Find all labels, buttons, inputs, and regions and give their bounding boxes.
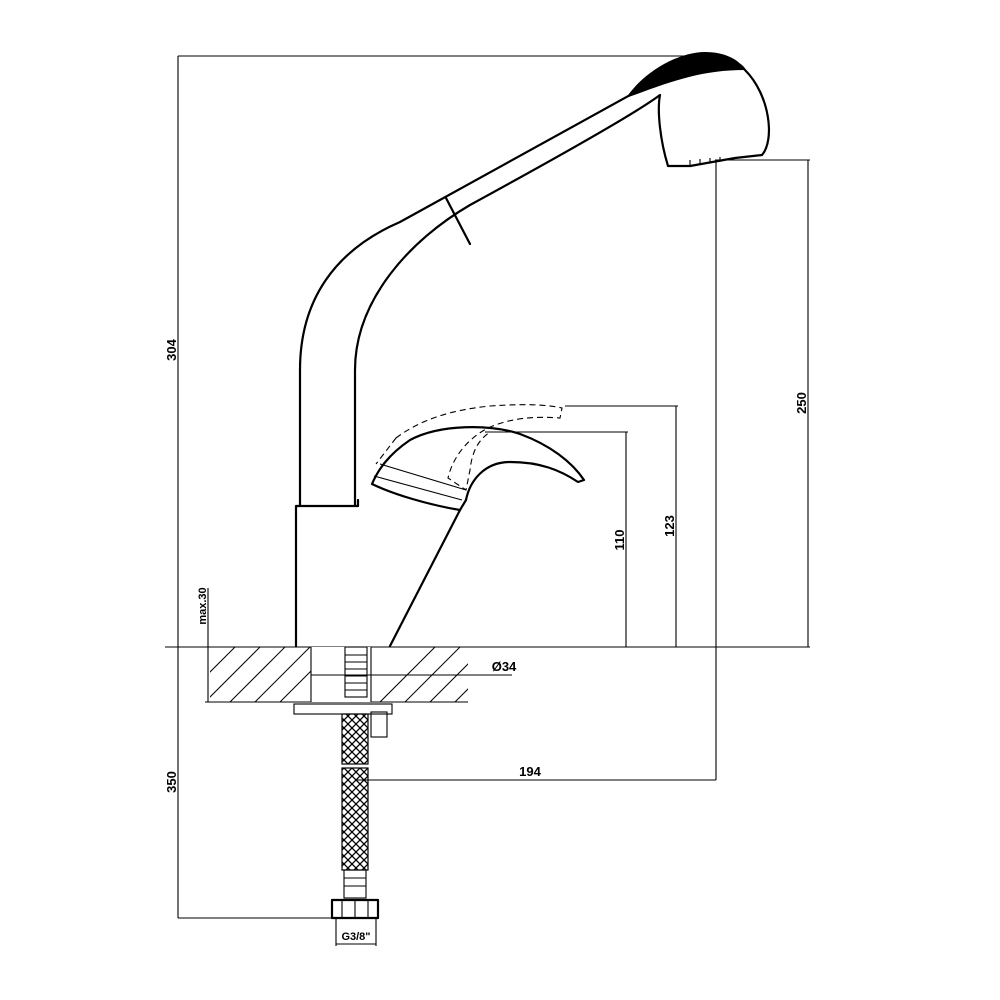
supply-hose	[293, 646, 393, 920]
dimension-lines	[177, 55, 810, 946]
spray-head-grip	[626, 52, 745, 98]
hose-ferrule	[343, 869, 367, 899]
lever-raised-position	[375, 404, 563, 491]
spout-outline	[298, 56, 771, 508]
spray-head-joint	[444, 196, 472, 246]
lever-cap-line	[379, 463, 467, 491]
faucet-base	[294, 498, 462, 648]
lever-solid	[370, 426, 586, 512]
label-outlet-height: 250	[794, 392, 809, 414]
label-total-height: 304	[164, 338, 179, 360]
hose-braid-upper	[341, 713, 369, 765]
hose-nut	[330, 898, 380, 920]
label-hose-length: 350	[164, 771, 179, 793]
mounting-nut	[370, 711, 388, 738]
hose-braid-lower	[341, 767, 369, 871]
faucet-body	[294, 52, 771, 648]
threaded-stud	[344, 646, 368, 698]
dimension-labels: 304 250 123 110 max.30 Ø34 194 350 G3/8"	[164, 338, 809, 943]
label-hose-thread: G3/8"	[341, 931, 370, 943]
lever-cap-line-2	[373, 475, 463, 501]
label-deck-max: max.30	[197, 587, 209, 624]
label-spout-reach: 194	[519, 764, 541, 779]
outlet-aerator	[689, 157, 721, 166]
lever-handle	[370, 404, 586, 512]
label-hole-diameter: Ø34	[492, 659, 517, 674]
label-lever-high: 123	[662, 515, 677, 537]
label-lever: 110	[612, 530, 627, 551]
